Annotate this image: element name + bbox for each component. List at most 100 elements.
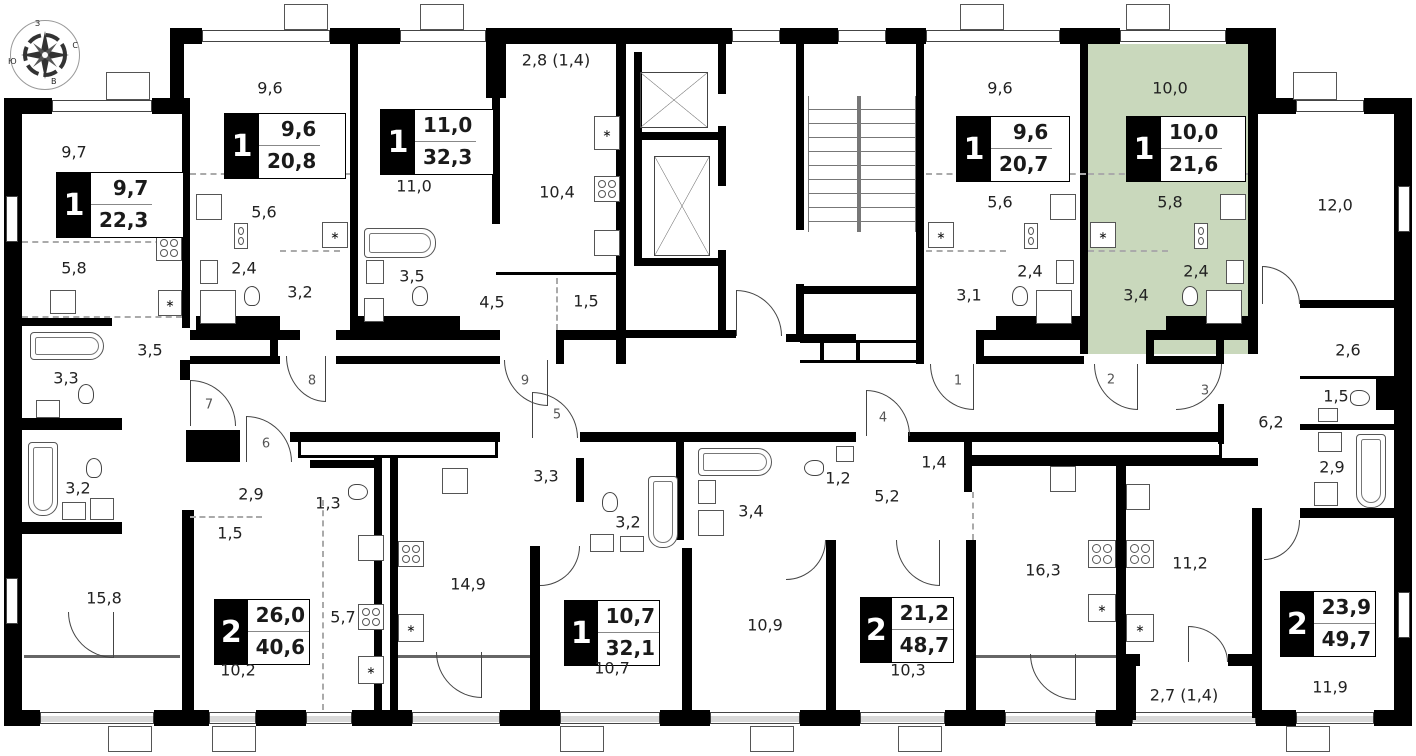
door[interactable]: [1262, 266, 1300, 304]
door[interactable]: [286, 356, 326, 402]
sink-icon: [62, 502, 86, 520]
wall: [1374, 710, 1412, 726]
bathtub-icon: [28, 442, 58, 516]
wall: [1218, 404, 1224, 444]
wall: [374, 458, 382, 720]
wall: [786, 334, 856, 342]
total-area: 21,6: [1169, 152, 1219, 176]
door[interactable]: [68, 612, 114, 658]
stove-icon: [594, 176, 620, 202]
room-area-label: 5,6: [251, 202, 277, 222]
window: [1296, 712, 1374, 724]
door[interactable]: [1094, 364, 1138, 410]
room-area-label: 11,2: [1172, 553, 1208, 573]
wall: [616, 44, 626, 364]
wall: [486, 28, 506, 98]
room-area-label: 3,2: [65, 478, 91, 498]
room-area-label: 15,8: [86, 588, 122, 608]
room-area-label: 5,8: [1157, 192, 1183, 212]
wall: [916, 44, 924, 364]
wall: [718, 250, 726, 338]
window: [560, 712, 660, 724]
window: [6, 196, 18, 242]
door[interactable]: [930, 364, 974, 410]
room-area-label: 3,4: [738, 501, 764, 521]
wall: [1376, 376, 1394, 410]
elevator-shaft: [640, 72, 708, 128]
wall: [1228, 654, 1256, 666]
shower-tray-icon: [1036, 290, 1072, 324]
bathtub-icon: [648, 476, 678, 548]
wall: [1300, 508, 1396, 518]
sink-icon: [1226, 260, 1244, 284]
wall: [634, 132, 720, 140]
fridge-icon: ∗: [1090, 222, 1116, 248]
wall: [964, 432, 972, 492]
room-count: 1: [225, 114, 259, 178]
wall: [530, 546, 540, 720]
wall: [1300, 424, 1396, 430]
door[interactable]: [896, 540, 940, 586]
wall: [22, 716, 1396, 722]
window: [1296, 100, 1364, 112]
wall: [966, 432, 1222, 458]
fridge-icon: ∗: [1126, 614, 1154, 642]
wall: [780, 28, 838, 44]
door[interactable]: [436, 652, 482, 698]
wall: [1394, 98, 1412, 718]
door[interactable]: [1030, 654, 1076, 700]
door[interactable]: [1176, 364, 1222, 410]
wall: [976, 330, 1086, 340]
wall: [556, 330, 622, 340]
balcony: [750, 726, 794, 752]
wall: [390, 458, 398, 720]
wall: [350, 44, 358, 334]
wall: [886, 28, 926, 44]
wall: [496, 272, 620, 275]
room-area-label: 1,3: [315, 493, 341, 513]
wall: [820, 340, 824, 362]
door[interactable]: [786, 540, 826, 580]
apartment-door-number: 7: [204, 397, 214, 413]
window: [1398, 592, 1410, 638]
wall: [186, 510, 194, 720]
wall: [1116, 466, 1126, 666]
door[interactable]: [736, 290, 782, 336]
door[interactable]: [866, 390, 910, 436]
door[interactable]: [1188, 626, 1228, 662]
door[interactable]: [1264, 520, 1300, 560]
wall: [908, 432, 968, 442]
wall: [270, 330, 278, 364]
living-area: 10,7: [597, 601, 659, 633]
shower-tray-icon: [1206, 290, 1242, 324]
living-area: 23,9: [1313, 592, 1375, 624]
sink-icon: [594, 230, 620, 256]
room-area-label: 9,7: [61, 142, 87, 162]
wall: [826, 540, 836, 720]
living-area: 10,0: [1161, 117, 1223, 149]
wall: [800, 360, 920, 363]
window: [732, 30, 780, 42]
room-area-label: 2,8 (1,4): [521, 50, 591, 70]
zone-divider: [926, 250, 1006, 252]
balcony: [212, 726, 256, 752]
room-area-label: 10,3: [890, 660, 926, 680]
balcony: [284, 4, 328, 30]
toilet-icon: [86, 458, 102, 478]
door[interactable]: [540, 546, 580, 586]
fridge-icon: ∗: [594, 116, 620, 150]
wall: [966, 540, 976, 720]
living-area: 9,7: [91, 173, 153, 205]
wall: [1146, 330, 1154, 364]
window: [838, 30, 886, 42]
living-area: 11,0: [415, 110, 477, 142]
